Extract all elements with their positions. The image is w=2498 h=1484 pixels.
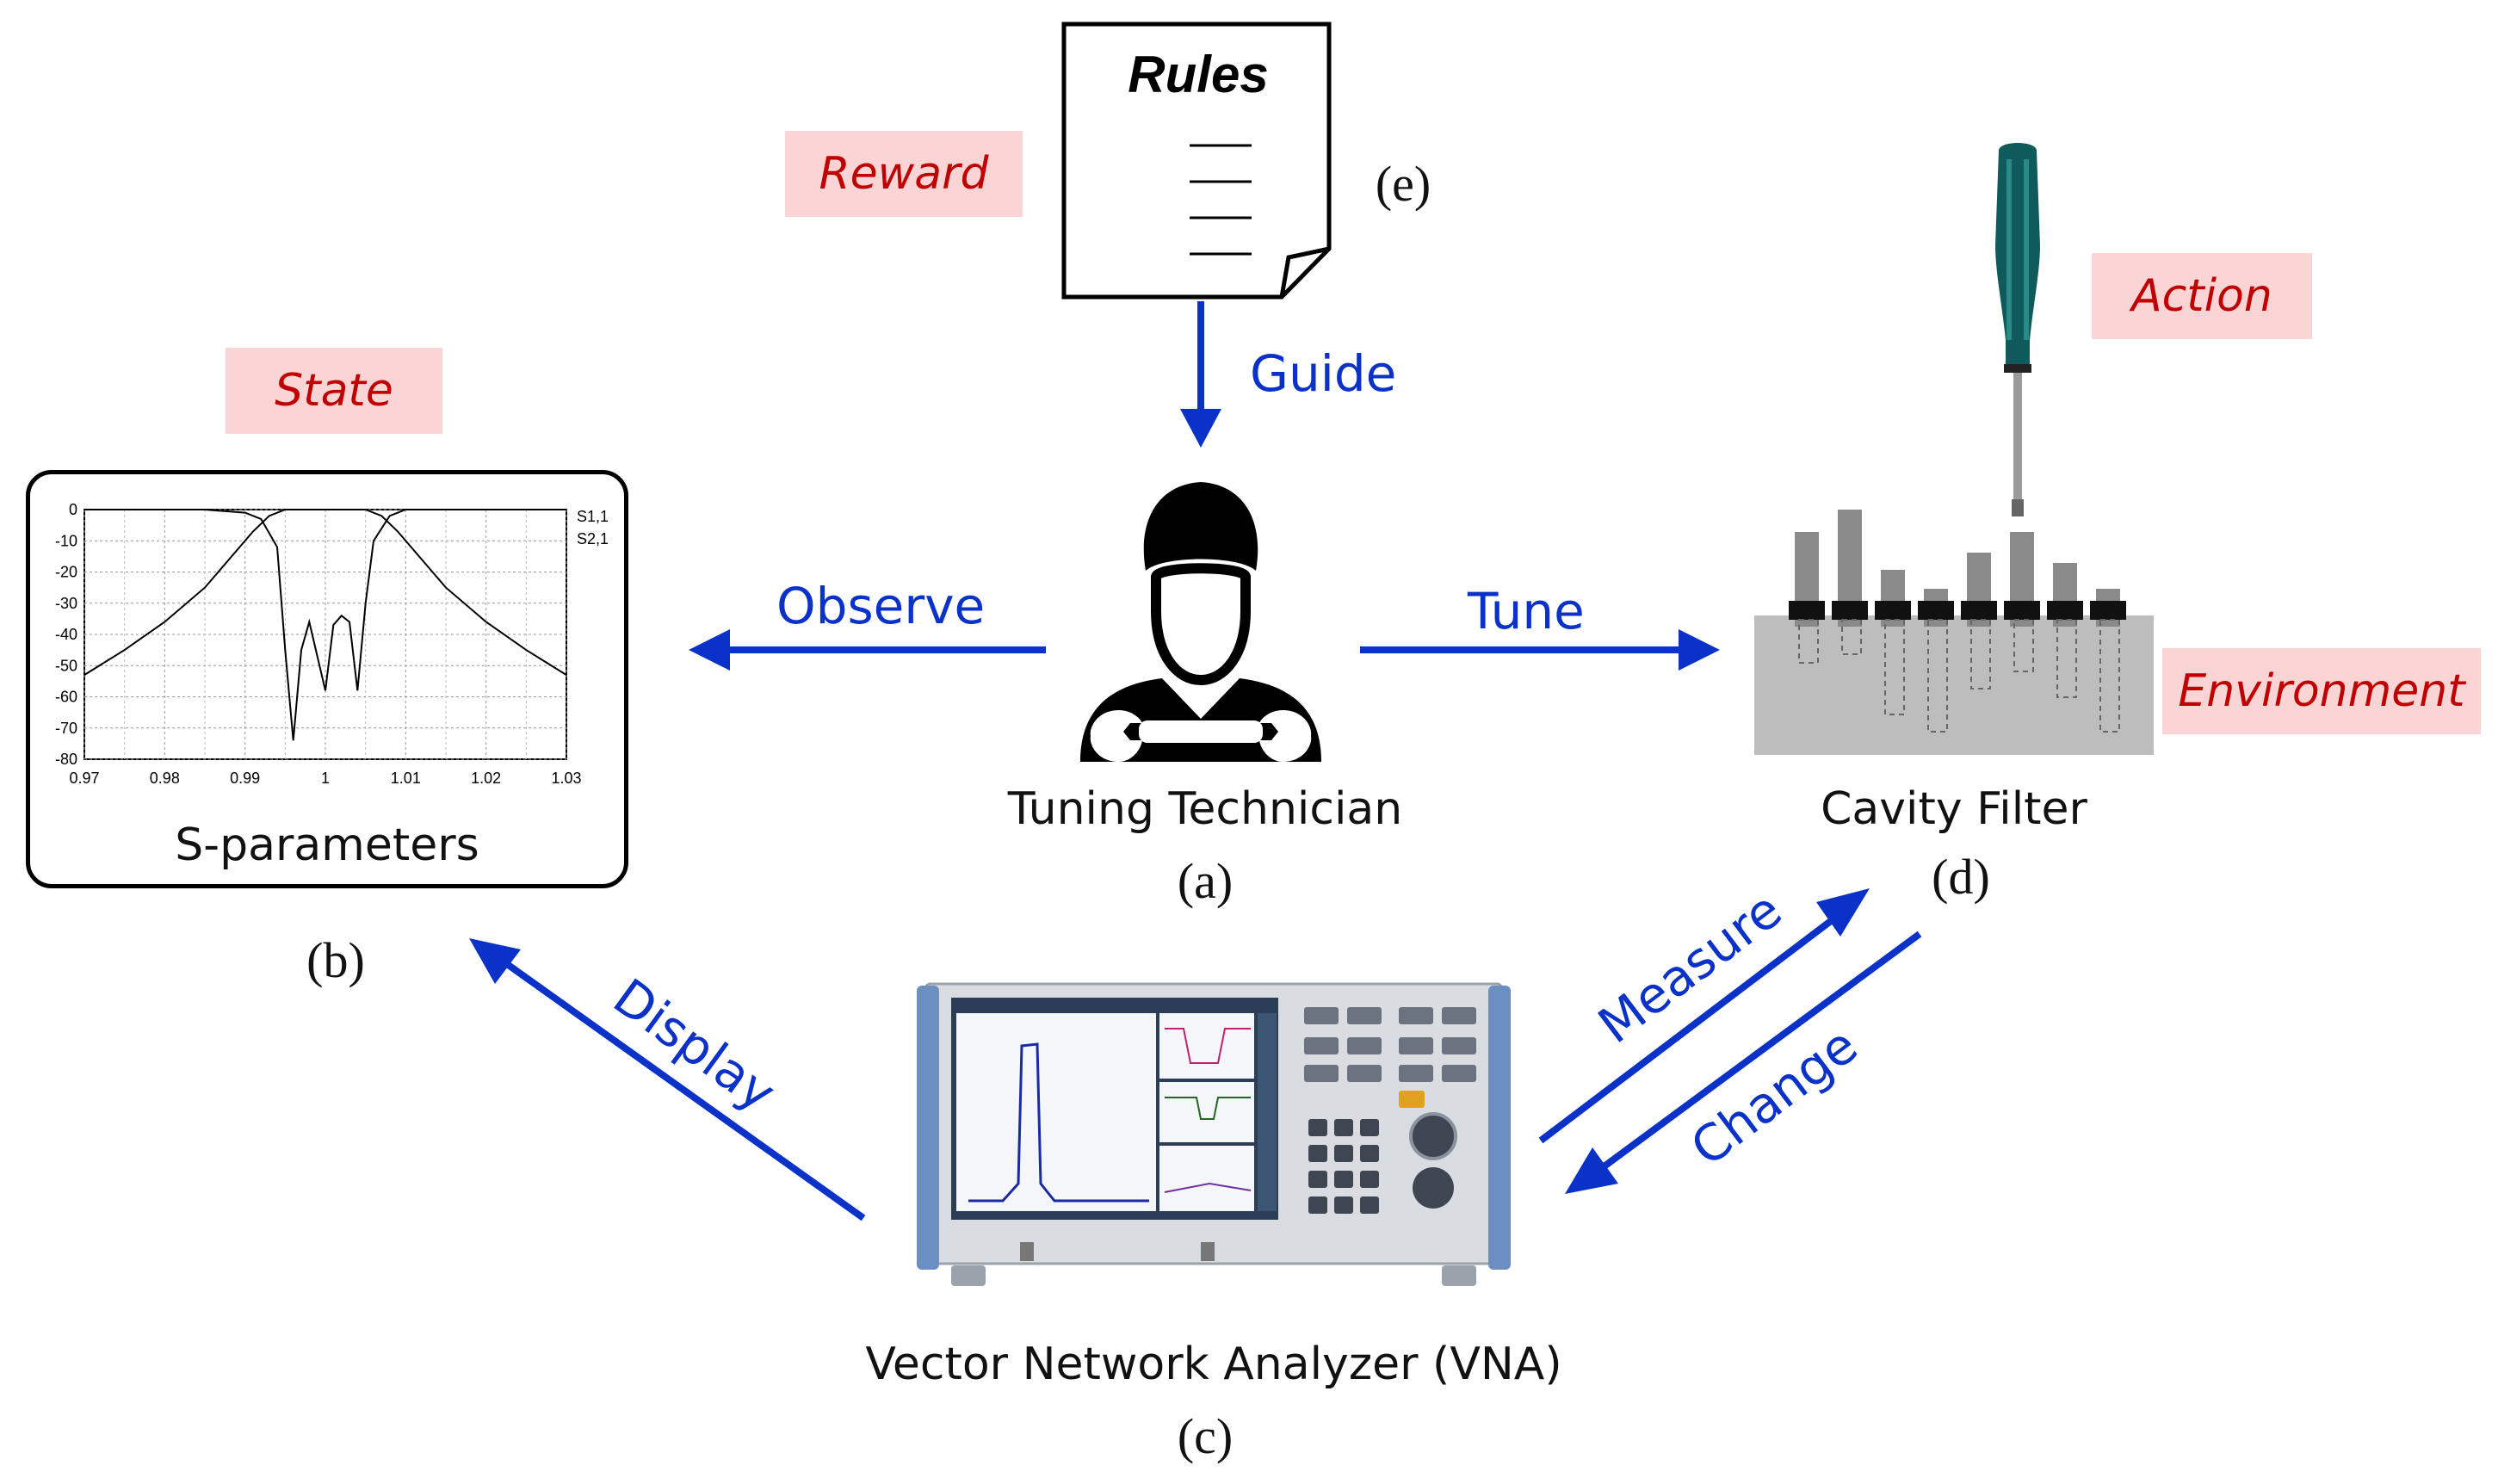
- y-tick-label: -70: [55, 720, 77, 737]
- x-tick-label: 1: [321, 770, 330, 787]
- x-tick-label: 1.03: [551, 770, 581, 787]
- ref-c: (c): [1177, 1408, 1234, 1464]
- vna-caption: Vector Network Analyzer (VNA): [865, 1339, 1562, 1390]
- s-parameters-caption: S-parameters: [175, 819, 479, 871]
- y-tick-label: -80: [55, 751, 77, 768]
- guide-label: Guide: [1250, 344, 1397, 403]
- ref-a: (a): [1177, 853, 1234, 909]
- environment-tag: Environment: [2162, 648, 2481, 734]
- ref-b: (b): [306, 932, 365, 988]
- legend-entry: S1,1: [577, 508, 609, 525]
- x-tick-label: 0.99: [230, 770, 260, 787]
- y-tick-label: -30: [55, 595, 77, 612]
- y-tick-label: -40: [55, 626, 77, 643]
- y-tick-label: -60: [55, 689, 77, 706]
- cavity-filter-caption: Cavity Filter: [1821, 783, 2087, 835]
- y-tick-label: -50: [55, 657, 77, 674]
- x-tick-label: 0.98: [150, 770, 180, 787]
- display-arrow: [469, 938, 866, 1221]
- guide-arrow: [1180, 301, 1221, 448]
- cavity-filter-icon: [1754, 510, 2154, 755]
- x-tick-label: 1.01: [391, 770, 421, 787]
- vna-device-icon: [917, 982, 1511, 1286]
- rules-document-icon: [1061, 22, 1332, 300]
- y-tick-label: -20: [55, 564, 77, 581]
- series-line-s2-1: [83, 509, 567, 676]
- change-arrow: [1565, 931, 1922, 1194]
- technician-icon: [1080, 482, 1321, 762]
- ref-d: (d): [1932, 849, 1990, 905]
- x-tick-label: 1.02: [471, 770, 501, 787]
- observe-arrow: [689, 629, 1046, 671]
- legend-entry: S2,1: [577, 530, 609, 547]
- rules-title: Rules: [1128, 46, 1269, 103]
- tune-label: Tune: [1468, 582, 1585, 640]
- y-tick-label: 0: [69, 501, 77, 518]
- ref-e: (e): [1375, 156, 1431, 212]
- y-tick-label: -10: [55, 532, 77, 549]
- tune-arrow: [1360, 629, 1720, 671]
- measure-arrow: [1538, 888, 1870, 1144]
- s-parameters-chart: 0 -10 -20 -30 -40 -50 -60 -70 -80 0.97 0.98 0.99 1 1.…: [55, 501, 609, 787]
- observe-label: Observe: [776, 577, 986, 635]
- reward-tag: Reward: [785, 131, 1023, 217]
- screwdriver-icon: [1995, 143, 2040, 516]
- x-tick-label: 0.97: [69, 770, 99, 787]
- action-tag: Action: [2092, 253, 2312, 339]
- tuning-technician-caption: Tuning Technician: [1007, 783, 1403, 835]
- state-tag: State: [226, 348, 442, 434]
